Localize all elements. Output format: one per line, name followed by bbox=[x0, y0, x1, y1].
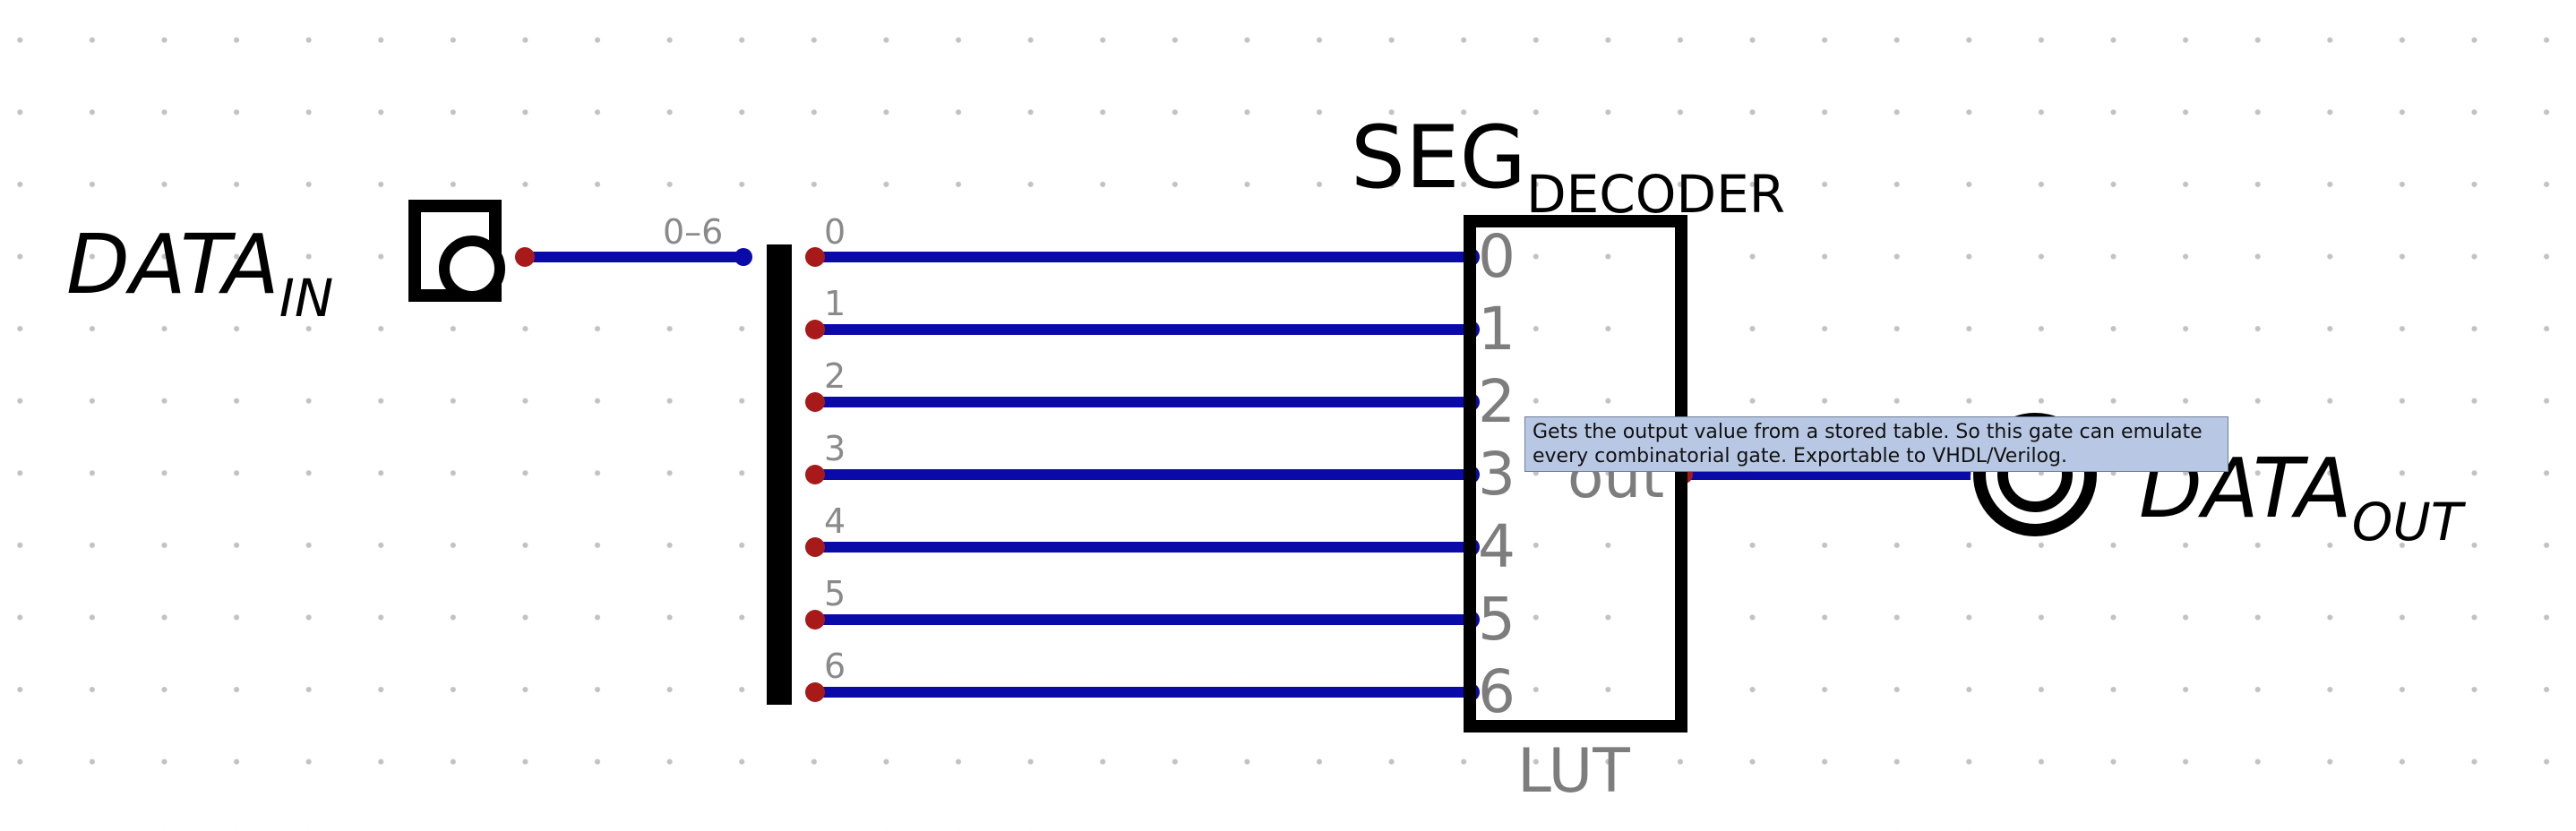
lut-type-label: LUT bbox=[1517, 736, 1630, 807]
component-tooltip: Gets the output value from a stored tabl… bbox=[1524, 416, 2228, 472]
input-label: DATAIN bbox=[66, 224, 333, 325]
splitter-out-dot-5 bbox=[805, 610, 825, 630]
splitter-bit-label-1: 1 bbox=[824, 284, 846, 323]
lut-pin-label-3: 3 bbox=[1478, 440, 1516, 509]
splitter-bit-label-3: 3 bbox=[824, 429, 846, 468]
tooltip-line-2: every combinatorial gate. Exportable to … bbox=[1533, 445, 2068, 467]
splitter-bit-label-4: 4 bbox=[824, 501, 846, 541]
splitter-range-label: 0–6 bbox=[663, 212, 724, 252]
tooltip-line-1: Gets the output value from a stored tabl… bbox=[1533, 421, 2202, 443]
lut-pin-label-5: 5 bbox=[1478, 585, 1516, 654]
lut-title: SEGDECODER bbox=[1351, 115, 1785, 220]
splitter-bit-label-2: 2 bbox=[824, 356, 846, 396]
input-label-main: DATA bbox=[66, 217, 279, 313]
lut-pin-label-0: 0 bbox=[1478, 222, 1516, 291]
lut-title-main: SEG bbox=[1351, 107, 1526, 208]
input-terminal[interactable] bbox=[408, 200, 505, 302]
lut-component[interactable] bbox=[1464, 215, 1687, 732]
lut-pin-label-1: 1 bbox=[1478, 295, 1516, 364]
splitter-bit-label-0: 0 bbox=[824, 212, 846, 252]
lut-pin-label-6: 6 bbox=[1478, 657, 1516, 726]
splitter-bit-label-5: 5 bbox=[824, 574, 846, 613]
input-pin-dot bbox=[515, 247, 535, 267]
splitter[interactable] bbox=[767, 244, 792, 705]
splitter-out-dot-2 bbox=[805, 392, 825, 412]
lut-pin-label-2: 2 bbox=[1478, 367, 1516, 436]
input-terminal-ring bbox=[439, 236, 505, 302]
lut-pin-label-4: 4 bbox=[1478, 512, 1516, 581]
splitter-out-dot-6 bbox=[805, 682, 825, 702]
input-label-sub: IN bbox=[279, 268, 334, 329]
splitter-out-dot-4 bbox=[805, 537, 825, 557]
splitter-bit-label-6: 6 bbox=[824, 647, 846, 686]
splitter-out-dot-0 bbox=[805, 247, 825, 267]
lut-title-sub: DECODER bbox=[1525, 164, 1786, 225]
output-label-sub: OUT bbox=[2351, 492, 2463, 553]
splitter-out-dot-3 bbox=[805, 465, 825, 484]
splitter-out-dot-1 bbox=[805, 320, 825, 339]
splitter-input-dot bbox=[734, 248, 752, 266]
